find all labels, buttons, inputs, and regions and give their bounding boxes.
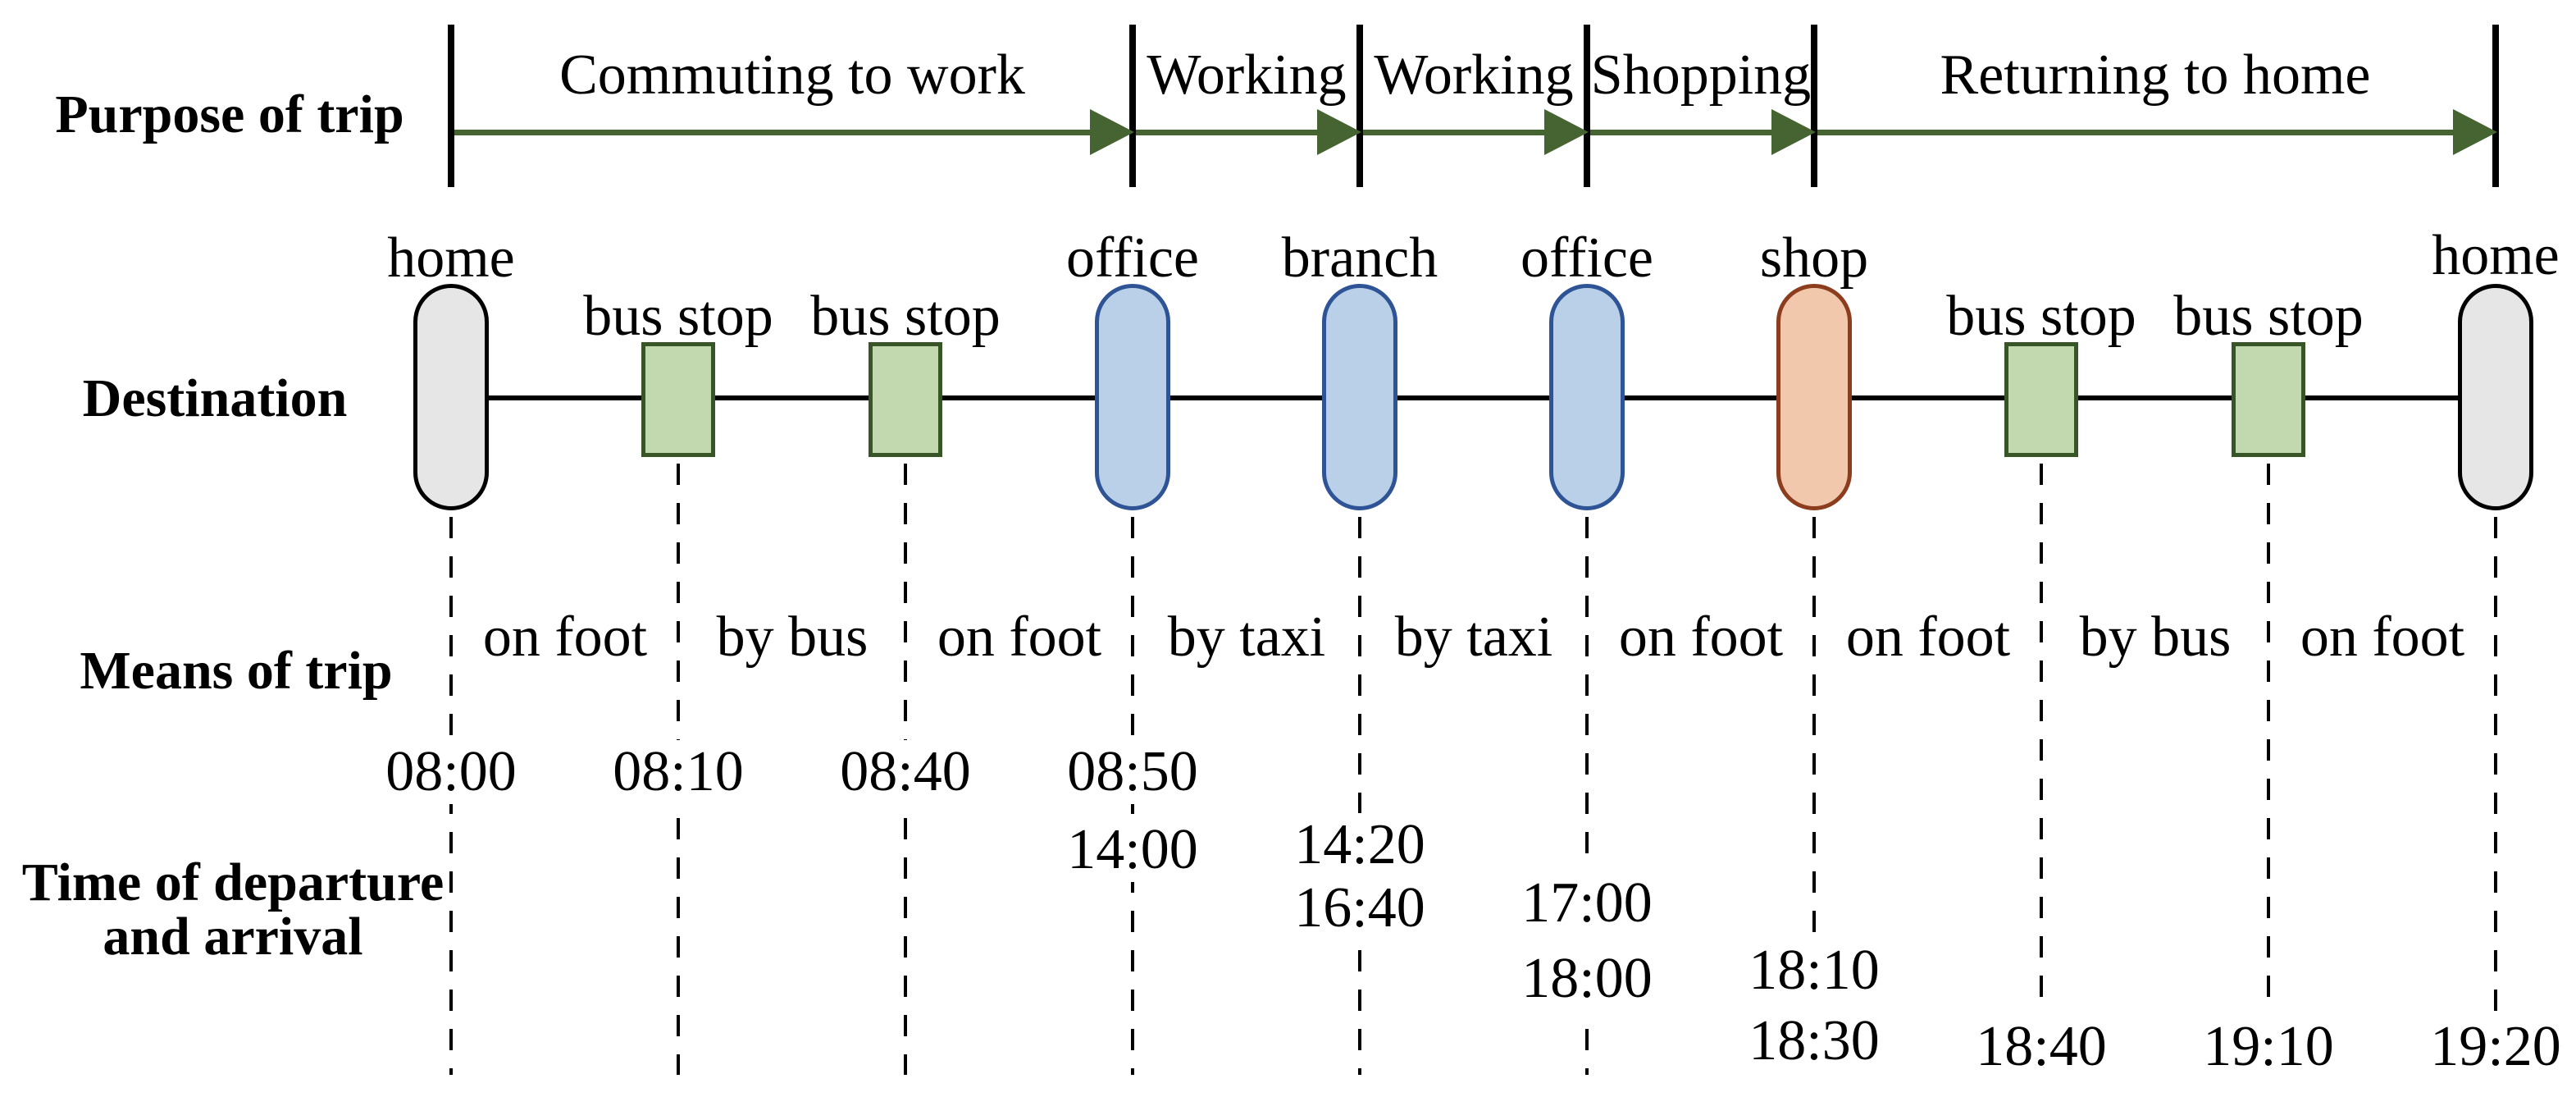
arrowhead-icon [1317,109,1361,155]
time-label: 08:40 [832,740,979,804]
time-label: 14:20 [1286,813,1434,877]
time-label: 18:30 [1740,1009,1888,1073]
means-label: on foot [1618,606,1784,669]
destination-label: bus stop [1946,285,2136,348]
dashed-line [1812,517,1816,948]
time-label: 19:20 [2422,1015,2569,1079]
destination-node-home [413,284,489,510]
time-label: 17:00 [1513,871,1661,935]
time-label: 19:10 [2195,1015,2342,1079]
purpose-arrow-line [1363,130,1544,135]
destination-label: shop [1759,226,1869,290]
means-label: by bus [2079,606,2232,669]
means-label: by bus [716,606,869,669]
time-label: 18:40 [1967,1015,2115,1079]
dashed-line [1585,517,1589,1075]
purpose-arrow-line [1817,130,2453,135]
dashed-line [2267,464,2270,1017]
purpose-segment-label: Commuting to work [559,43,1025,107]
row-header-destination: Destination [82,368,348,428]
purpose-arrow-line [1136,130,1317,135]
destination-node-office [1095,284,1170,510]
purpose-arrow-line [1590,130,1771,135]
arrowhead-icon [1090,109,1134,155]
means-label: on foot [1845,606,2011,669]
purpose-segment-label: Returning to home [1940,43,2371,107]
destination-node-branch [1322,284,1397,510]
means-label: by taxi [1394,606,1553,669]
destination-node-home [2458,284,2533,510]
purpose-boundary-bar [448,25,454,187]
destination-node-bus-stop [641,342,715,457]
means-label: on foot [482,606,648,669]
destination-label: office [1066,226,1199,290]
destination-node-bus-stop [2232,342,2305,457]
destination-timeline [451,395,2496,400]
purpose-boundary-bar [1811,25,1817,187]
time-label: 08:00 [377,740,525,804]
row-header-time-line2: and arrival [103,907,363,967]
arrowhead-icon [1544,109,1589,155]
arrowhead-icon [1771,109,1816,155]
time-label: 14:00 [1059,818,1206,882]
destination-label: bus stop [2173,285,2364,348]
purpose-boundary-bar [1356,25,1363,187]
means-label: on foot [937,606,1102,669]
time-label: 08:10 [604,740,752,804]
dashed-line [1358,517,1361,1075]
destination-label: home [2432,224,2560,287]
time-label: 16:40 [1286,876,1434,940]
destination-label: bus stop [810,285,1001,348]
purpose-arrow-line [454,130,1093,135]
purpose-segment-label: Working [1147,43,1347,107]
dashed-line [2040,464,2043,1017]
time-label: 18:10 [1740,939,1888,1003]
means-label: on foot [2300,606,2465,669]
destination-label: office [1521,226,1653,290]
purpose-boundary-bar [2492,25,2499,187]
row-header-means: Means of trip [80,641,393,701]
time-label: 08:50 [1059,740,1206,804]
destination-node-bus-stop [869,342,942,457]
arrowhead-icon [2453,109,2497,155]
purpose-boundary-bar [1129,25,1136,187]
dashed-line [2494,517,2497,1017]
purpose-boundary-bar [1584,25,1590,187]
destination-node-office [1549,284,1625,510]
destination-node-shop [1776,284,1852,510]
destination-label: bus stop [583,285,773,348]
purpose-segment-label: Shopping [1590,43,1812,107]
destination-label: home [387,226,515,290]
row-header-time-line1: Time of departure [21,852,445,912]
means-label: by taxi [1167,606,1326,669]
row-header-purpose: Purpose of trip [55,85,404,144]
destination-label: branch [1281,226,1438,290]
time-label: 18:00 [1513,947,1661,1011]
purpose-segment-label: Working [1374,43,1574,107]
destination-node-bus-stop [2004,342,2078,457]
